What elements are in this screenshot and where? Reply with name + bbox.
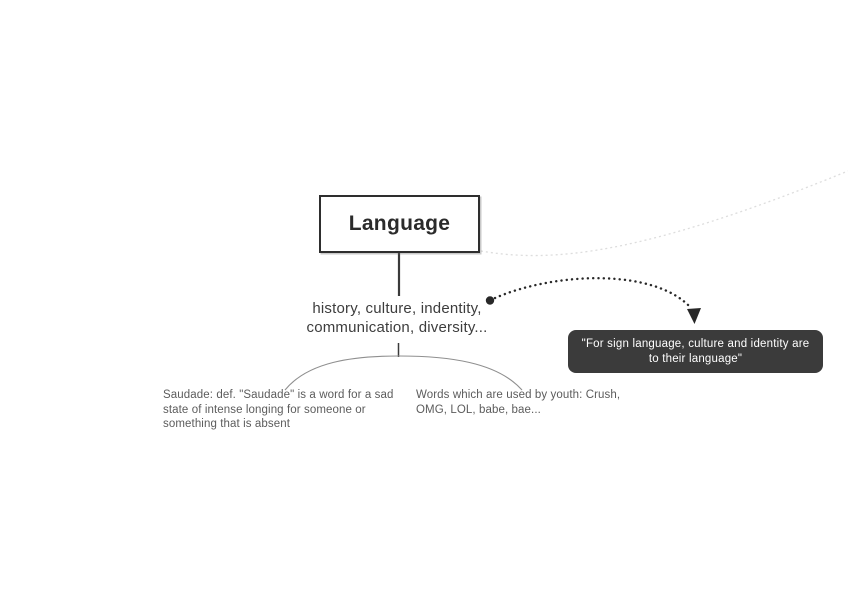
child-node-line: Saudade: def. "Saudade" is a word for a … [163, 389, 394, 401]
child-node-line: state of intense longing for someone or [163, 403, 366, 416]
quote-tooltip[interactable]: "For sign language, culture and identity… [568, 330, 823, 373]
child-node-youth-words[interactable]: Words which are used by youth: Crush, OM… [416, 388, 620, 417]
topic-node-line: history, culture, indentity, [312, 300, 482, 317]
child-node-line: something that is absent [163, 418, 291, 431]
quote-arrow [493, 277, 693, 310]
root-node-language[interactable]: Language [319, 195, 480, 253]
branch-arc [284, 355, 523, 391]
child-node-line: OMG, LOL, babe, bae... [416, 403, 541, 416]
faint-branch-curve [480, 170, 848, 257]
topic-node-line: communication, diversity... [306, 318, 488, 336]
quote-tooltip-line: "For sign language, culture and identity… [581, 337, 810, 350]
topic-node[interactable]: history, culture, indentity, communicati… [306, 300, 487, 337]
quote-tooltip-line: to their language" [648, 352, 743, 365]
child-node-line: Words which are used by youth: Crush, [416, 389, 621, 401]
root-node-label: Language [348, 212, 451, 235]
child-node-saudade[interactable]: Saudade: def. "Saudade" is a word for a … [163, 388, 393, 432]
quote-arrowhead-icon [687, 308, 701, 324]
